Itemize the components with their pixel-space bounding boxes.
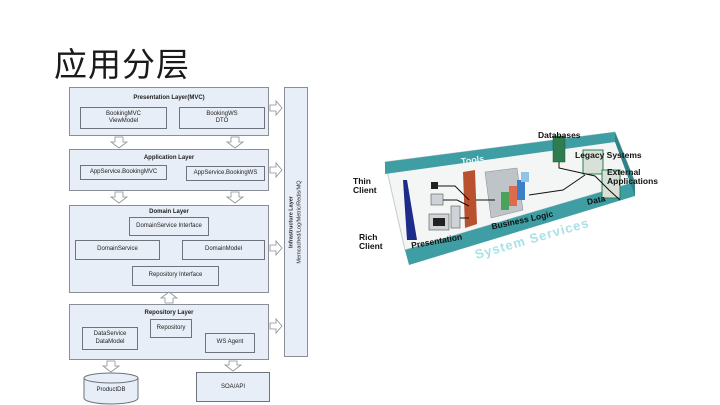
arrow-down-icon xyxy=(101,360,121,373)
client-gradient-wedge xyxy=(403,180,417,240)
thin-client-label: Thin Client xyxy=(353,176,377,196)
arrow-right-icon xyxy=(269,99,283,117)
arrow-down-icon xyxy=(225,191,245,204)
appservice-bookingws-box: AppService.BookingWS xyxy=(186,166,265,181)
arrow-down-icon xyxy=(223,360,243,372)
viewmodel-label: ViewModel xyxy=(108,118,139,124)
ws-agent-box: WS Agent xyxy=(205,333,255,353)
arrow-right-icon xyxy=(269,239,283,257)
infrastructure-layer-detail: Memcached/Log/Metric/Redis/MQ xyxy=(296,180,302,264)
databases-label: Databases xyxy=(538,130,581,140)
legacy-server-icon xyxy=(582,149,604,175)
domainservice-interface-box: DomainService Interface xyxy=(129,217,209,236)
domainmodel-box: DomainModel xyxy=(182,240,265,260)
booking-ws-box: BookingWS DTO xyxy=(179,107,265,129)
rich-label-line2: Client xyxy=(359,241,383,252)
repository-layer: Repository Layer DataService DataModel R… xyxy=(69,304,269,360)
productdb-label: ProductDB xyxy=(96,387,126,393)
application-layer-title: Application Layer xyxy=(143,155,195,161)
infrastructure-layer-title: Infrastructure Layer xyxy=(288,196,295,248)
external-label-line1: External xyxy=(607,167,641,177)
arrow-right-icon xyxy=(269,161,283,179)
arrow-down-icon xyxy=(109,136,129,149)
application-layer: Application Layer AppService.BookingMVC … xyxy=(69,149,269,191)
dataservice-box: DataService DataModel xyxy=(82,327,138,350)
productdb-cylinder-icon xyxy=(83,372,139,405)
domainservice-box: DomainService xyxy=(75,240,160,260)
arrow-down-icon xyxy=(225,136,245,149)
presentation-layer-title: Presentation Layer(MVC) xyxy=(133,95,205,101)
domain-layer-title: Domain Layer xyxy=(149,209,189,215)
arrow-down-icon xyxy=(109,191,129,204)
system-services-edge xyxy=(405,182,635,265)
booking-ws-label: BookingWS xyxy=(206,110,238,117)
arrow-up-icon xyxy=(159,291,179,304)
repository-interface-box: Repository Interface xyxy=(132,266,219,286)
external-app-server-icon xyxy=(601,169,621,199)
firewall-icon xyxy=(463,170,477,228)
datamodel-label: DataModel xyxy=(95,338,125,345)
external-applications-label: External Applications xyxy=(607,167,659,187)
thin-label-line2: Client xyxy=(353,185,377,196)
soa-api-box: SOA/API xyxy=(196,372,270,402)
booking-mvc-box: BookingMVC ViewModel xyxy=(80,107,167,129)
desktop-icon xyxy=(430,193,444,206)
thin-client-icon xyxy=(431,182,438,189)
slide-title: 应用分层 xyxy=(54,45,190,84)
rich-client-label: Rich Client xyxy=(359,232,383,252)
arrow-right-icon xyxy=(269,317,283,335)
external-label-line2: Applications xyxy=(607,176,659,187)
repository-layer-title: Repository Layer xyxy=(144,310,194,316)
legacy-systems-label: Legacy Systems xyxy=(575,150,642,160)
dto-label: DTO xyxy=(215,118,229,124)
dataservice-label: DataService xyxy=(93,331,127,338)
infrastructure-layer: Infrastructure Layer Memcached/Log/Metri… xyxy=(284,87,308,357)
tower-icon xyxy=(450,205,461,229)
rich-label-line1: Rich xyxy=(359,232,378,242)
repository-box: Repository xyxy=(150,319,192,338)
appservice-bookingmvc-box: AppService.BookingMVC xyxy=(80,165,167,180)
presentation-layer: Presentation Layer(MVC) BookingMVC ViewM… xyxy=(69,87,269,136)
architecture-illustration-graphic xyxy=(384,131,636,265)
booking-mvc-label: BookingMVC xyxy=(105,110,141,117)
domain-layer: Domain Layer DomainService Interface Dom… xyxy=(69,205,269,293)
architecture-illustration: Databases Legacy Systems External Applic… xyxy=(345,120,675,270)
thin-label-line1: Thin xyxy=(353,176,371,186)
